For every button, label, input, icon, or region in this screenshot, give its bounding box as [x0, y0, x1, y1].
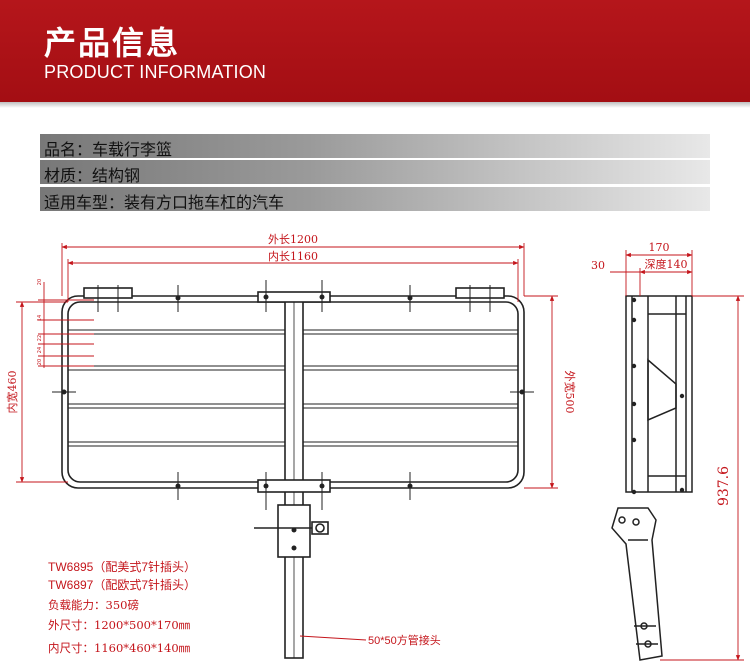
side-depth-label: 深度140 — [645, 257, 688, 271]
corner-bracket-right — [455, 287, 505, 299]
bolt-heads — [61, 294, 525, 551]
tube-leader-line — [299, 635, 367, 641]
note-model-us: TW6895（配美式7针插头） — [48, 560, 197, 574]
header-banner: 产品信息 PRODUCT INFORMATION — [0, 0, 750, 108]
small-dim-24: 24 — [37, 347, 43, 353]
outer-width-label: 外宽500 — [563, 371, 577, 414]
tube-label: 50*50方管接头 — [368, 633, 441, 647]
bottom-crossbar — [257, 479, 331, 493]
note-outer-size: 外尺寸：1200*500*170㎜ — [48, 618, 191, 632]
dimension-lines — [16, 243, 558, 489]
basket-top-view — [52, 280, 534, 659]
spec-name-text: 品名：车载行李篮 — [44, 140, 173, 159]
side-hitch-arm — [611, 507, 663, 661]
spec-material-text: 材质：结构钢 — [44, 166, 141, 185]
top-crossbar — [257, 291, 331, 303]
outer-length-label: 外长1200 — [268, 233, 318, 246]
small-dim-20b: 20 — [37, 359, 43, 365]
corner-bracket-left — [83, 287, 133, 299]
spec-row-name: 品名：车载行李篮 — [40, 134, 710, 159]
spec-divider — [40, 186, 710, 187]
side-dimension-lines — [610, 250, 744, 661]
spec-vehicle-text: 适用车型：装有方口拖车杠的汽车 — [44, 193, 285, 212]
small-dim-22: 22 — [37, 335, 43, 341]
side-width-label: 170 — [649, 241, 670, 254]
inner-length-label: 内长1160 — [268, 249, 318, 263]
page-title: 产品信息 — [44, 24, 181, 62]
note-load-capacity: 负载能力：350磅 — [48, 598, 139, 612]
note-model-eu: TW6897（配欧式7针插头） — [48, 578, 197, 592]
side-offset-label: 30 — [591, 259, 605, 272]
small-dim-20a: 20 — [37, 279, 43, 285]
note-inner-size: 内尺寸：1160*460*140㎜ — [48, 641, 191, 655]
inner-width-label: 内宽460 — [5, 371, 19, 414]
spec-divider — [40, 159, 710, 160]
fixing-bolts — [52, 280, 534, 510]
spec-row-vehicle: 适用车型：装有方口拖车杠的汽车 — [40, 187, 710, 212]
basket-side-view — [611, 295, 693, 661]
total-height-label: 937.6 — [716, 466, 732, 506]
side-brace — [647, 358, 677, 422]
side-frame — [625, 295, 693, 493]
page-subtitle: PRODUCT INFORMATION — [44, 62, 267, 82]
small-dim-14: 14 — [37, 315, 43, 321]
spec-row-material: 材质：结构钢 — [40, 160, 710, 185]
